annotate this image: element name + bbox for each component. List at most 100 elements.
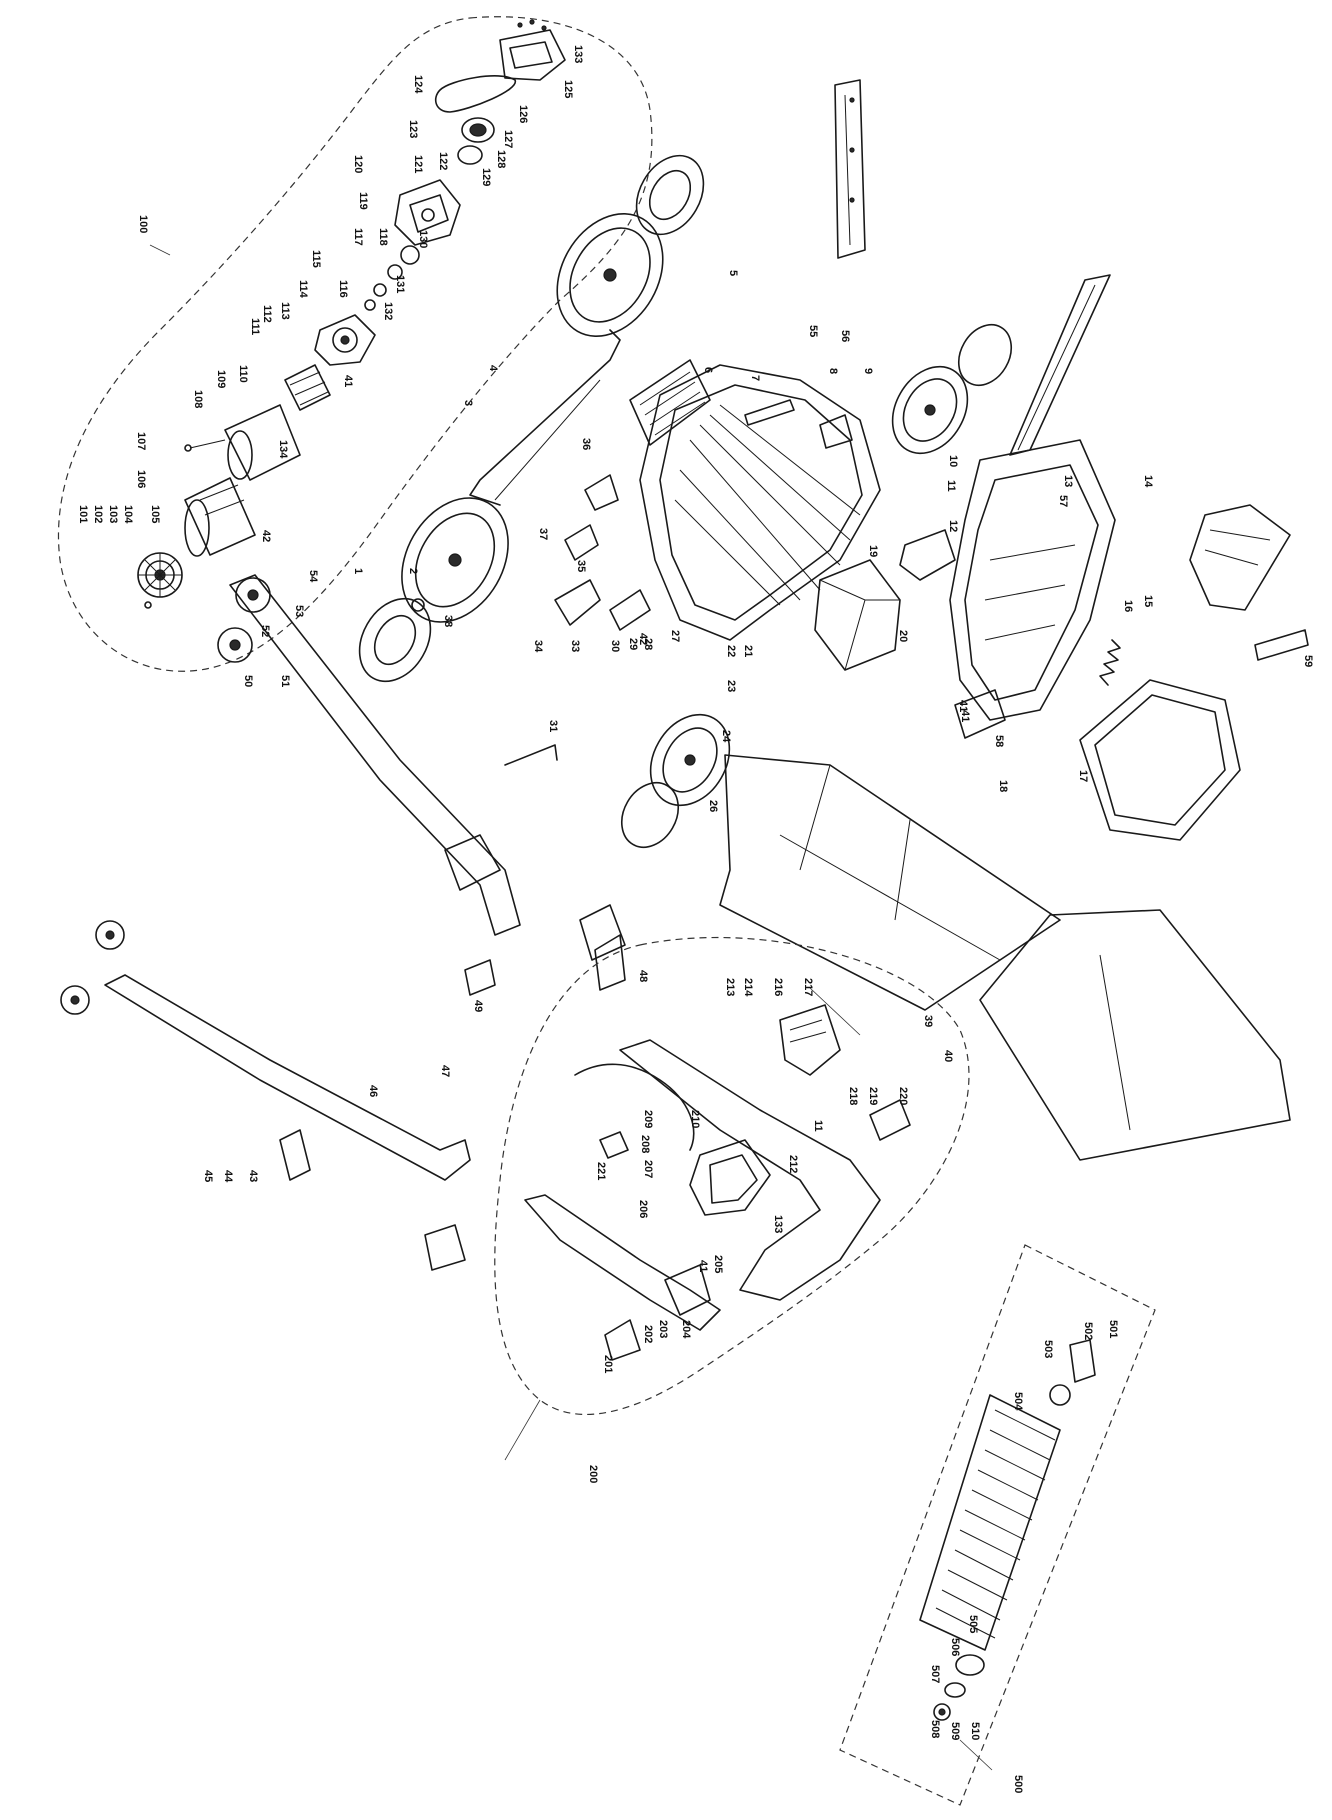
callout-label: 216 xyxy=(772,978,784,996)
handle-bracket-part xyxy=(594,934,626,991)
callout-label: 5 xyxy=(727,270,739,276)
group-outline-200 xyxy=(494,936,970,1415)
callout-label: 201 xyxy=(602,1355,614,1373)
callout-label: 59 xyxy=(1302,655,1314,667)
callout-label: 503 xyxy=(1042,1340,1054,1358)
callout-label: 502 xyxy=(1082,1322,1094,1340)
callout-label: 213 xyxy=(724,978,736,996)
callout-label: 120 xyxy=(352,155,364,173)
callout-label: 127 xyxy=(502,130,514,148)
height-bracket-part xyxy=(564,474,619,561)
fan-screw-part xyxy=(144,601,152,609)
callout-label: 31 xyxy=(547,720,559,732)
spring-part xyxy=(1099,639,1121,686)
callout-label: 204 xyxy=(680,1320,692,1339)
handle-knob-part xyxy=(217,577,271,663)
callout-label: 22 xyxy=(725,645,737,657)
callout-label: 103 xyxy=(107,505,119,523)
wheel-hubcap-top-part xyxy=(635,154,705,236)
vent-strip-part xyxy=(744,399,795,426)
callout-label: 129 xyxy=(480,168,492,186)
callout-label: 130 xyxy=(417,230,429,248)
armature-part xyxy=(284,364,331,411)
callout-label: 112 xyxy=(261,305,273,323)
callout-label: 118 xyxy=(377,228,389,246)
callout-label: 501 xyxy=(1107,1320,1119,1338)
callout-label: 111 xyxy=(249,318,261,335)
callout-label: 12 xyxy=(947,520,959,532)
callout-label: 28 xyxy=(642,638,654,650)
callout-label: 207 xyxy=(642,1160,654,1178)
callout-label: 200 xyxy=(587,1465,599,1483)
callout-label: 27 xyxy=(669,630,681,642)
callout-label: 39 xyxy=(922,1015,934,1027)
handle-knob-left-part xyxy=(60,920,125,1015)
callout-label: 205 xyxy=(712,1255,724,1273)
wheel-front-part xyxy=(649,713,731,807)
axle-rod-part xyxy=(469,329,621,506)
callout-label: 4 xyxy=(487,365,499,372)
callout-label: 508 xyxy=(929,1720,941,1738)
grass-guide-bar-part xyxy=(1009,274,1111,456)
callout-label: 126 xyxy=(517,105,529,123)
callout-label: 47 xyxy=(439,1065,451,1077)
callout-labels: 133 125 124 126 127 128 129 123 122 121 … xyxy=(77,45,1314,1793)
callout-label: 50 xyxy=(242,675,254,687)
callout-label: 6 xyxy=(702,367,714,373)
axle-rod-part-2 xyxy=(494,379,601,501)
callout-label: 100 xyxy=(137,215,149,233)
upper-handle-left-part xyxy=(524,1194,721,1331)
callout-label: 104 xyxy=(122,505,134,524)
wheel-rear-right-part xyxy=(556,213,664,337)
handle-clamp-part xyxy=(464,959,496,996)
callout-label: 46 xyxy=(367,1085,379,1097)
callout-label: 208 xyxy=(639,1135,651,1153)
battery-box-part xyxy=(814,559,901,671)
bearing-stack-part xyxy=(364,245,420,311)
grass-bag-frame-part xyxy=(719,754,1061,1011)
callout-label: 55 xyxy=(807,325,819,337)
callout-label: 7 xyxy=(749,375,761,381)
callout-label: 214 xyxy=(742,978,754,997)
callout-label: 34 xyxy=(532,640,544,653)
callout-label: 44 xyxy=(222,1170,234,1183)
callout-label: 35 xyxy=(575,560,587,572)
safety-switch-part xyxy=(664,1264,711,1316)
callout-label: 26 xyxy=(707,800,719,812)
cooling-fan-part xyxy=(137,552,183,598)
callout-label: 218 xyxy=(847,1087,859,1105)
upper-handle-part xyxy=(619,1039,881,1301)
callout-label: 106 xyxy=(135,470,147,488)
top-cover-part xyxy=(949,439,1116,721)
callout-label: 219 xyxy=(867,1087,879,1105)
callout-label: 11 xyxy=(812,1120,824,1132)
callout-label: 217 xyxy=(802,978,814,996)
cable-plug-part xyxy=(599,1131,629,1159)
hubcap-front-part xyxy=(620,782,680,848)
callout-label: 10 xyxy=(947,455,959,467)
callout-label: 117 xyxy=(352,228,364,246)
handle-grip-part xyxy=(279,1129,466,1271)
callout-label: 113 xyxy=(279,302,291,320)
gearbox-housing-part xyxy=(394,179,461,246)
callout-label: 24 xyxy=(720,730,732,743)
callout-label: 220 xyxy=(897,1087,909,1105)
callout-label: 53 xyxy=(293,605,305,617)
leader-lines xyxy=(149,244,993,1771)
callout-label: 9 xyxy=(862,368,874,374)
label-plate-part xyxy=(954,689,1006,739)
clip-part xyxy=(1254,629,1309,661)
callout-label: 58 xyxy=(993,735,1005,747)
callout-label: 504 xyxy=(1012,1392,1024,1411)
callout-label: 3 xyxy=(462,400,474,406)
callout-label: 8 xyxy=(827,368,839,374)
motor-stator-part xyxy=(184,477,256,557)
callout-label: 125 xyxy=(562,80,574,98)
handle-lever-part-2 xyxy=(579,904,626,961)
callout-label: 123 xyxy=(407,120,419,138)
callout-label: 128 xyxy=(495,150,507,168)
callout-label: 57 xyxy=(1057,495,1069,507)
callout-label: 42 xyxy=(260,530,272,542)
wheel-left-part xyxy=(401,497,509,623)
